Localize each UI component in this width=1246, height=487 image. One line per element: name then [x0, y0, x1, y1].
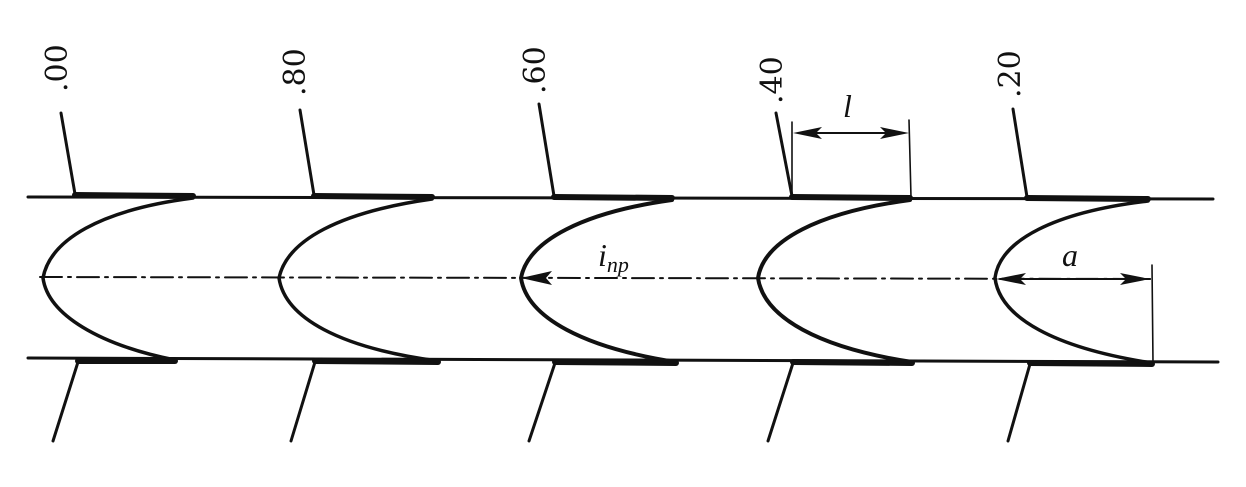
station-60: .60 — [518, 46, 679, 443]
upper-band-60 — [551, 194, 675, 201]
upper-band-00 — [72, 192, 196, 199]
upper-marker-00 — [59, 111, 77, 196]
dim-inp-main: i — [598, 237, 607, 273]
dim-a-label: a — [1062, 237, 1078, 273]
dim-a-arrow-right — [1120, 273, 1150, 285]
dimension-l: l — [791, 88, 912, 198]
velocity-profile-20 — [993, 199, 1154, 365]
velocity-profile-40 — [755, 198, 914, 364]
dimension-a: a — [996, 237, 1154, 364]
upper-band-20 — [1024, 195, 1151, 202]
lower-marker-60 — [527, 361, 557, 443]
upper-marker-20 — [1011, 107, 1029, 199]
dim-a-ext — [1151, 264, 1154, 364]
lower-marker-80 — [289, 360, 317, 443]
upper-band-80 — [311, 193, 435, 200]
dim-a-arrow-left — [996, 273, 1026, 285]
station-80: .80 — [277, 48, 441, 443]
station-label-40: .40 — [755, 56, 790, 104]
lower-band-20 — [1027, 360, 1155, 367]
station-label-00: .00 — [40, 44, 75, 92]
upper-band-40 — [789, 194, 913, 201]
lower-marker-00 — [51, 360, 80, 443]
center-axis-line — [39, 276, 1151, 280]
velocity-profile-80 — [277, 197, 440, 363]
dim-l-arrow-right — [880, 127, 909, 139]
dim-l-label: l — [843, 88, 852, 124]
station-40: .40 — [755, 56, 915, 443]
velocity-profile-00 — [41, 196, 195, 362]
upper-marker-80 — [298, 108, 316, 197]
station-00: .00 — [40, 44, 196, 443]
station-label-20: .20 — [993, 50, 1028, 98]
dim-inp-sub: np — [607, 252, 629, 277]
station-20: .20 — [993, 50, 1155, 443]
lower-marker-40 — [766, 361, 795, 443]
upper-marker-60 — [537, 102, 556, 198]
lower-marker-20 — [1006, 362, 1032, 443]
dimension-inp: inp — [521, 237, 629, 285]
station-label-80: .80 — [278, 48, 313, 96]
velocity-profile-60 — [518, 198, 678, 364]
lower-band-40 — [790, 359, 915, 366]
lower-band-80 — [312, 358, 441, 365]
dim-l-ext-right — [908, 119, 912, 198]
dim-inp-arrow — [521, 271, 552, 285]
upper-marker-40 — [774, 111, 794, 198]
lower-band-60 — [552, 359, 679, 366]
dim-l-arrow-left — [793, 127, 822, 139]
station-label-60: .60 — [518, 46, 553, 94]
dim-inp-label: inp — [598, 237, 629, 277]
